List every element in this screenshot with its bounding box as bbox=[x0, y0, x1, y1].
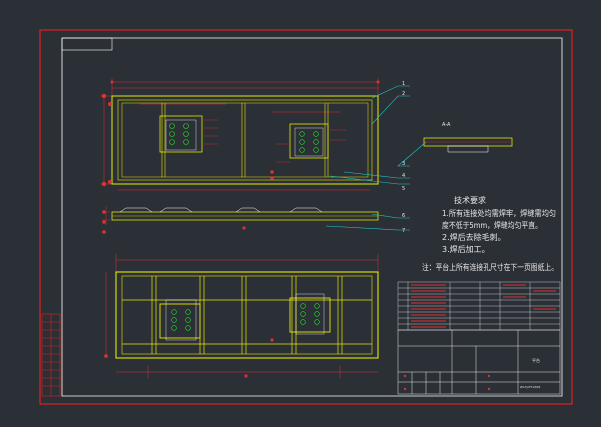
corner-mark bbox=[61, 37, 113, 51]
tech-requirement-line: 2.焊后去除毛刺。 bbox=[442, 232, 506, 242]
callout-6: 6 bbox=[402, 213, 405, 219]
technical-requirements: 技术要求 1.所有连接处均需焊牢，焊缝需均匀 度不低于5mm，焊缝均匀平直。 2… bbox=[442, 195, 556, 254]
callout-4: 4 bbox=[402, 173, 405, 179]
leader-lines bbox=[325, 85, 427, 231]
section-a-a-view[interactable]: A-A bbox=[423, 122, 513, 153]
drawing-name: 平台 bbox=[532, 357, 540, 363]
section-label: A-A bbox=[442, 122, 451, 128]
tech-requirement-line: 1.所有连接处均需焊牢，焊缝需均匀 bbox=[442, 208, 556, 218]
drawing-border bbox=[61, 37, 563, 397]
callout-2: 2 bbox=[402, 91, 405, 97]
title-block bbox=[397, 329, 561, 395]
callout-3: 3 bbox=[402, 161, 405, 167]
parts-list-table bbox=[397, 281, 561, 331]
side-elevation-view[interactable] bbox=[102, 206, 379, 234]
callout-numbers: 1 2 3 4 5 6 7 bbox=[402, 81, 405, 234]
drawing-number: ZX-TJ-PT-0001 bbox=[520, 385, 541, 389]
title-block-marks bbox=[403, 374, 491, 391]
sheet-frame bbox=[39, 29, 573, 405]
bottom-plan-view[interactable] bbox=[104, 254, 379, 378]
tech-requirement-line: 度不低于5mm，焊缝均匀平直。 bbox=[442, 220, 542, 230]
tech-requirements-title: 技术要求 bbox=[454, 195, 486, 205]
revision-strip bbox=[41, 313, 61, 397]
parts-list-entries bbox=[411, 284, 556, 328]
callout-7: 7 bbox=[402, 228, 405, 234]
tech-requirement-line: 3.焊后加工。 bbox=[442, 244, 490, 254]
hole-size-note: 注：平台上所有连接孔尺寸在下一页图纸上。 bbox=[422, 262, 558, 272]
top-plan-view[interactable] bbox=[100, 78, 380, 191]
callout-1: 1 bbox=[402, 81, 405, 87]
callout-5: 5 bbox=[402, 186, 405, 192]
